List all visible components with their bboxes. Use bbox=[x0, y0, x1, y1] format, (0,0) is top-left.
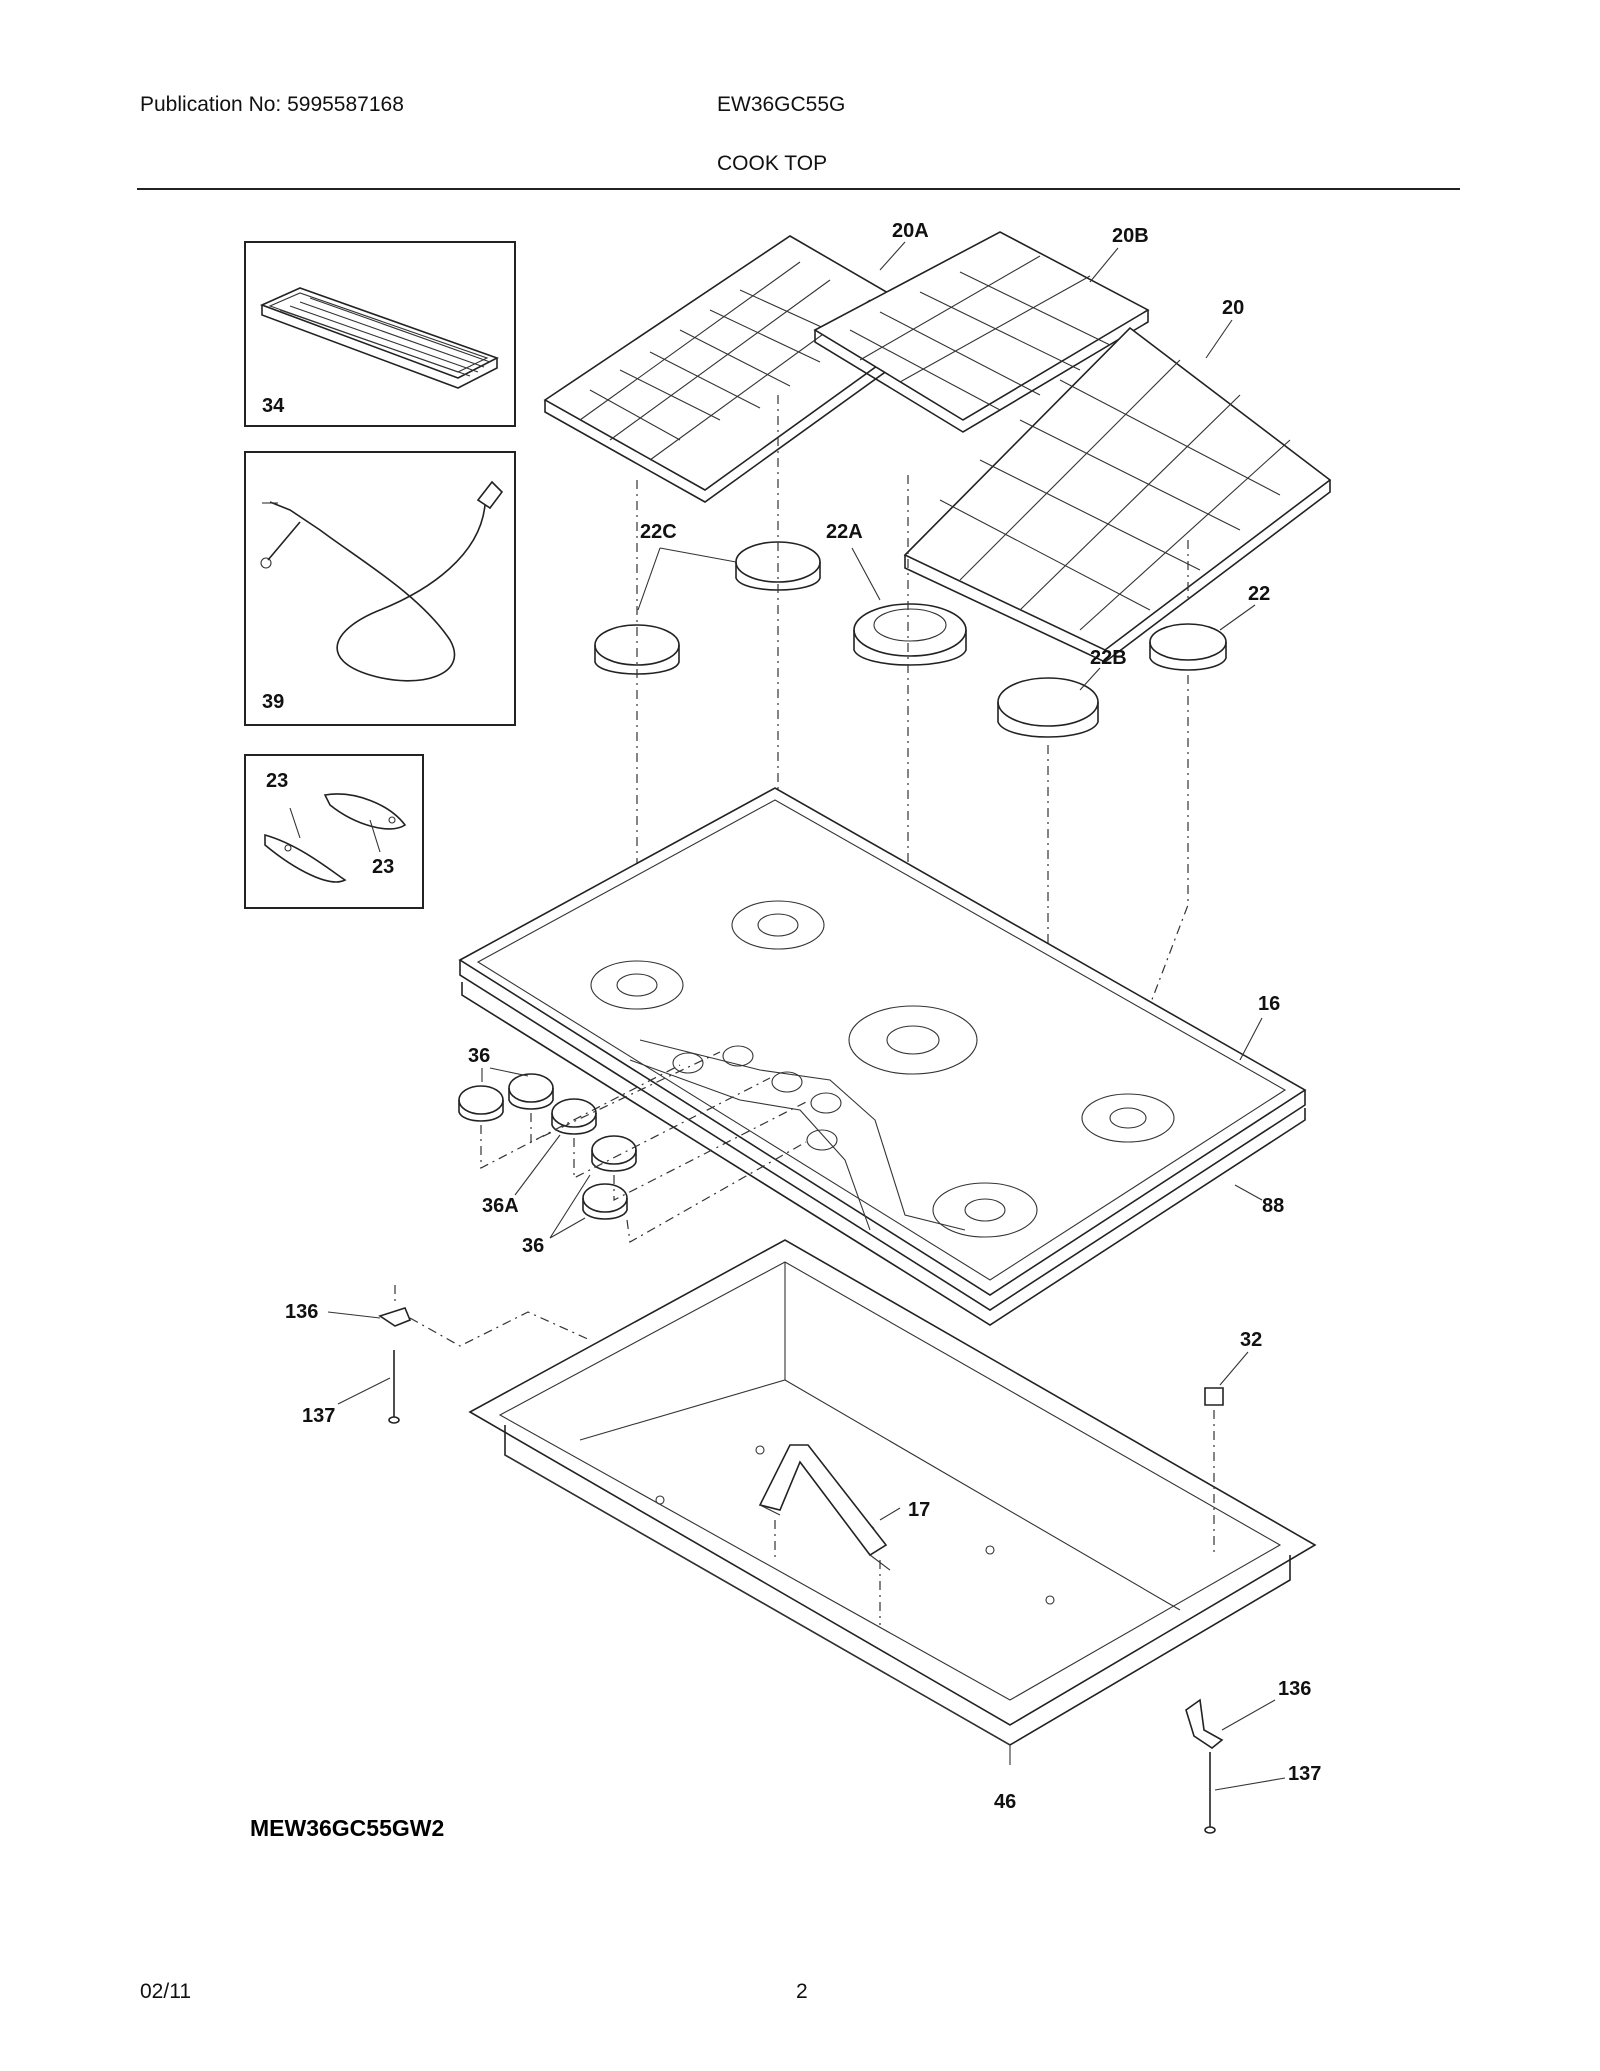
label-36-bottom: 36 bbox=[522, 1235, 544, 1257]
label-36A: 36A bbox=[482, 1195, 519, 1217]
label-39: 39 bbox=[262, 691, 284, 713]
label-36-top: 36 bbox=[468, 1045, 490, 1067]
inset-griddle-34 bbox=[244, 241, 516, 427]
grate-20 bbox=[903, 326, 1332, 663]
label-46: 46 bbox=[994, 1791, 1016, 1813]
inset-power-cord-39 bbox=[244, 451, 516, 726]
burner-cap-22A bbox=[853, 603, 967, 666]
label-23-top: 23 bbox=[266, 770, 288, 792]
label-16: 16 bbox=[1258, 993, 1280, 1015]
label-136-right: 136 bbox=[1278, 1678, 1311, 1700]
clip-136-right bbox=[1185, 1698, 1224, 1749]
label-20B: 20B bbox=[1112, 225, 1149, 247]
burner-cap-22 bbox=[1149, 623, 1227, 671]
model-code: MEW36GC55GW2 bbox=[250, 1815, 444, 1841]
label-17: 17 bbox=[908, 1499, 930, 1521]
section-title: COOK TOP bbox=[717, 152, 828, 175]
footer-date: 02/11 bbox=[140, 1980, 191, 2003]
label-22B: 22B bbox=[1090, 647, 1127, 669]
burner-box-46 bbox=[468, 1239, 1317, 1765]
model-number: EW36GC55G bbox=[717, 93, 846, 116]
grate-20B bbox=[813, 231, 1150, 433]
burner-cap-22C-left bbox=[594, 624, 680, 675]
label-136-left: 136 bbox=[285, 1301, 318, 1323]
label-20A: 20A bbox=[892, 220, 929, 242]
screw-137-left bbox=[388, 1350, 400, 1424]
label-22A: 22A bbox=[826, 521, 863, 543]
label-20: 20 bbox=[1222, 297, 1244, 319]
bracket-17 bbox=[758, 1444, 891, 1625]
label-32: 32 bbox=[1240, 1329, 1262, 1351]
label-34: 34 bbox=[262, 395, 285, 417]
footer-page-number: 2 bbox=[796, 1980, 808, 2003]
label-88: 88 bbox=[1262, 1195, 1284, 1217]
label-137-right: 137 bbox=[1288, 1763, 1321, 1785]
knobs-36 bbox=[458, 1051, 811, 1243]
publication-number: Publication No: 5995587168 bbox=[140, 93, 404, 116]
label-22C: 22C bbox=[640, 521, 677, 543]
label-22: 22 bbox=[1248, 583, 1270, 605]
cooktop-16 bbox=[458, 787, 1307, 1326]
screw-137-right bbox=[1204, 1752, 1216, 1834]
header-rule bbox=[137, 188, 1460, 190]
label-23-bottom: 23 bbox=[372, 856, 394, 878]
inset-brackets-23 bbox=[244, 754, 424, 909]
grommet-32 bbox=[1204, 1387, 1224, 1555]
clip-136-left bbox=[378, 1285, 591, 1347]
label-137-left: 137 bbox=[302, 1405, 335, 1427]
burner-cap-22B bbox=[997, 677, 1099, 738]
